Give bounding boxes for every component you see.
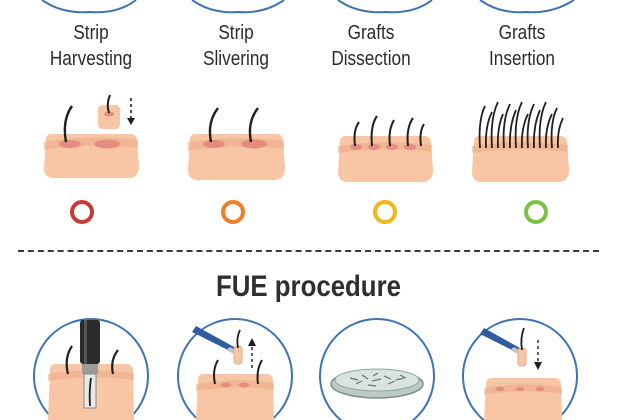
strip-slivering-icon <box>188 107 285 180</box>
grafts-dissection-icon <box>338 115 433 182</box>
top-circles <box>41 0 575 14</box>
petri-dish-icon <box>330 368 424 399</box>
timeline-marker-4 <box>524 200 548 224</box>
fue-procedure-title: FUE procedure <box>216 270 401 303</box>
top-circle-2 <box>191 0 285 14</box>
top-circle-4 <box>479 0 575 14</box>
punch-extraction-icon <box>48 320 134 420</box>
procedure-timeline <box>70 200 548 224</box>
section-divider <box>18 250 599 252</box>
strip-illustrations <box>44 94 569 182</box>
fue-illustrations <box>33 318 578 420</box>
tweezers-extraction-icon <box>192 326 274 420</box>
top-circle-1 <box>41 0 137 14</box>
timeline-marker-1 <box>70 200 94 224</box>
tweezers-insertion-icon <box>480 327 562 420</box>
timeline-marker-2 <box>221 200 245 224</box>
timeline-marker-3 <box>373 200 397 224</box>
grafts-insertion-icon <box>472 101 569 182</box>
strip-harvesting-icon <box>44 94 139 178</box>
top-circle-3 <box>337 0 433 14</box>
